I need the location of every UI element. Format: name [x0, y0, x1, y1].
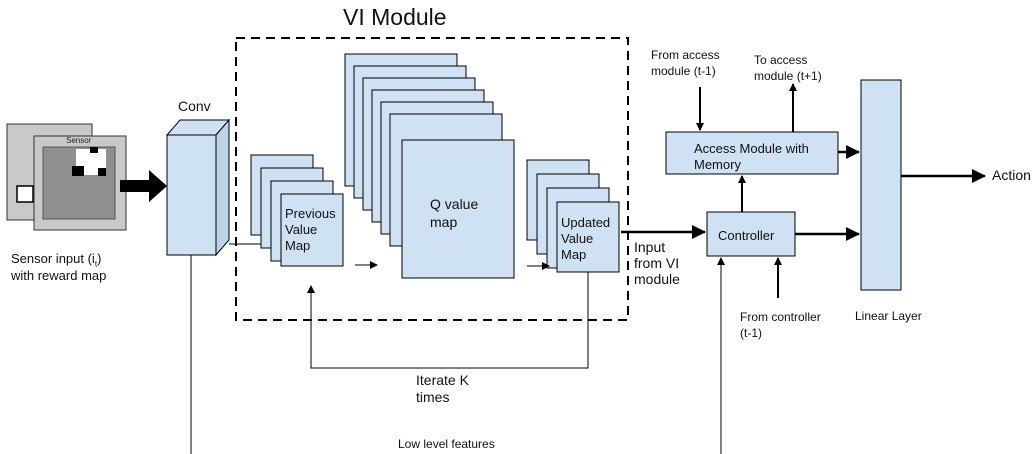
controller-label: Controller — [718, 228, 775, 243]
previous-value-map-label: Previous Value Map — [285, 206, 336, 253]
diagram-title: VI Module — [343, 4, 447, 30]
sensor-caption-main: Sensor input (i — [11, 251, 95, 266]
sensor-input-image — [6, 123, 127, 231]
q-value-map-stack — [344, 53, 515, 279]
updated-value-map-label: Updated Value Map — [561, 215, 611, 262]
sensor-caption-line2: with reward map — [11, 268, 107, 283]
linear-layer-label: Linear Layer — [855, 309, 922, 323]
sensor-caption-sub: t — [94, 259, 98, 269]
to-access-label: To access module (t+1) — [754, 53, 822, 83]
input-from-vi-label: Input from VI module — [634, 239, 680, 287]
sensor-tag: Sensor — [66, 136, 92, 145]
previous-value-map-stack — [250, 154, 344, 267]
vi-module-box — [235, 37, 629, 321]
controller-box — [706, 211, 796, 257]
sensor-caption: Sensor input (it) — [11, 250, 101, 273]
iterate-k-label: Iterate K times — [416, 372, 469, 405]
updated-value-map-stack — [526, 159, 620, 273]
sensor-caption-end: ) — [97, 251, 102, 266]
low-level-features-label: Low level features — [398, 437, 495, 451]
iterate-loop-arrow — [307, 272, 589, 369]
action-label: Action — [992, 167, 1031, 183]
conv-label: Conv — [178, 98, 211, 114]
from-controller-label: From controller (t-1) — [740, 310, 821, 340]
access-module-label: Access Module with Memory — [694, 141, 809, 172]
q-value-map-label: Q value map — [430, 196, 479, 230]
from-access-label: From access module (t-1) — [651, 48, 720, 78]
conv-block — [165, 118, 231, 257]
linear-layer-box — [860, 79, 902, 291]
sensor-to-conv-arrow — [120, 170, 167, 202]
